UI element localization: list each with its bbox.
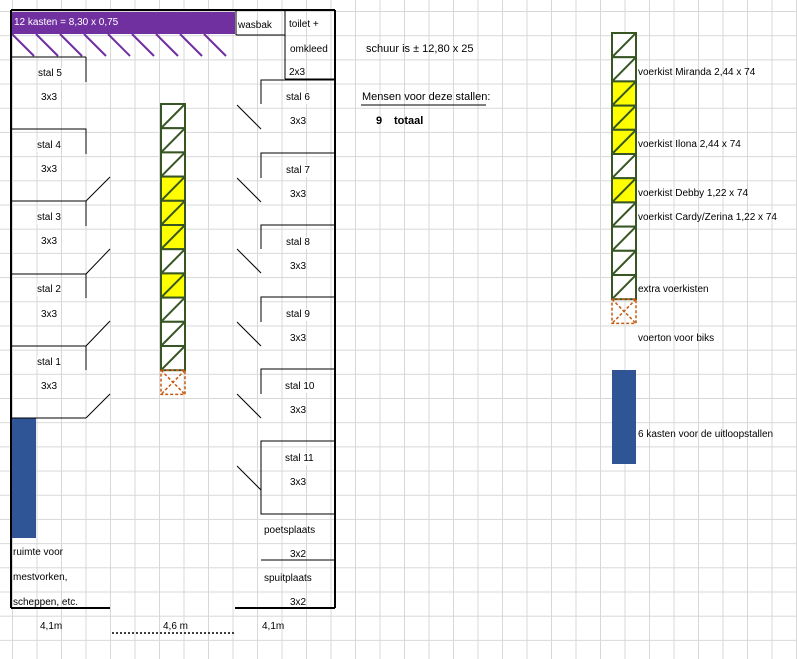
legend-cardy: voerkist Cardy/Zerina 1,22 x 74 <box>638 212 777 223</box>
feed-bin-diagonal <box>160 345 186 371</box>
feed-bin-diagonal <box>160 151 186 178</box>
stall-4-label: stal 4 <box>37 140 61 152</box>
barn-size-text: schuur is ± 12,80 x 25 <box>366 43 474 55</box>
stall-5-size: 3x3 <box>41 92 58 104</box>
feed-bin-legend-column <box>611 32 637 325</box>
stall-1-label: stal 1 <box>37 357 61 369</box>
feed-bin-diagonal <box>160 200 186 226</box>
spuitplaats-size: 3x2 <box>290 597 307 608</box>
feed-bin-diagonal <box>160 272 186 299</box>
feed-bin-diagonal <box>611 225 637 252</box>
left-stall-walls <box>11 56 111 419</box>
wasbak-label: wasbak <box>238 20 272 31</box>
feed-bin-diagonal <box>160 127 186 154</box>
stall-1-size: 3x3 <box>41 381 58 393</box>
cabinet-bar <box>11 12 235 34</box>
stall-5-label: stal 5 <box>38 68 62 80</box>
toilet-label: toilet + <box>289 19 319 30</box>
outer-walls <box>10 9 336 609</box>
outdoor-stall-cabinets <box>612 370 636 464</box>
stall-4-size: 3x3 <box>41 164 58 176</box>
stall-3-label: stal 3 <box>37 212 61 224</box>
width-right: 4,1m <box>262 621 285 632</box>
cabinet-label: 12 kasten = 8,30 x 0,75 <box>14 17 119 28</box>
feed-bin-diagonal <box>160 248 186 275</box>
feed-bin-diagonal <box>611 153 637 179</box>
cabinet-hatching <box>11 33 227 57</box>
storage-line-2: mestvorken, <box>13 572 68 583</box>
feed-bin-diagonal <box>611 32 637 58</box>
toilet-size: 2x3 <box>289 67 306 78</box>
width-left: 4,1m <box>40 621 63 632</box>
feed-bin-diagonal <box>611 177 637 204</box>
stall-10-label: stal 10 <box>285 381 315 393</box>
right-stall-walls <box>236 79 335 561</box>
feed-bin-diagonal <box>611 201 637 228</box>
spuitplaats-label: spuitplaats <box>264 573 312 584</box>
feed-bin-diagonal <box>611 56 637 83</box>
tool-cabinet <box>12 418 36 538</box>
feed-bin-diagonal <box>160 103 186 129</box>
people-total-label: totaal <box>394 115 424 127</box>
stall-11-size: 3x3 <box>290 477 307 489</box>
feed-bin-diagonal <box>611 104 637 131</box>
stall-9-label: stal 9 <box>286 309 310 321</box>
feed-bin-diagonal <box>160 224 186 250</box>
poetsplaats-label: poetsplaats <box>264 525 316 536</box>
stall-8-size: 3x3 <box>290 261 307 273</box>
people-count: 9 <box>376 115 383 127</box>
feed-barrel <box>160 369 186 396</box>
feed-bin-diagonal <box>611 274 637 300</box>
feed-bin-diagonal <box>160 175 186 202</box>
storage-line-3: scheppen, etc. <box>13 597 79 608</box>
legend-ilona: voerkist Ilona 2,44 x 74 <box>638 139 741 150</box>
stall-2-size: 3x3 <box>41 309 58 321</box>
width-middle: 4,6 m <box>163 621 189 632</box>
legend-extra: extra voerkisten <box>638 284 709 295</box>
feed-barrel <box>611 298 637 325</box>
stall-6-label: stal 6 <box>286 92 310 104</box>
people-heading: Mensen voor deze stallen: <box>362 91 491 103</box>
feed-barrel-cross <box>611 298 637 324</box>
stall-8-label: stal 8 <box>286 237 310 249</box>
stall-9-size: 3x3 <box>290 333 307 345</box>
stall-3-size: 3x3 <box>41 236 58 248</box>
stall-7-size: 3x3 <box>290 189 307 201</box>
feed-bin-column <box>160 103 186 396</box>
feed-bin-diagonal <box>611 129 637 155</box>
storage-line-1: ruimte voor <box>13 547 64 558</box>
feed-barrel-cross <box>160 369 186 395</box>
legend-voerton: voerton voor biks <box>638 333 715 344</box>
feed-bin-diagonal <box>611 80 637 107</box>
legend-miranda: voerkist Miranda 2,44 x 74 <box>638 67 756 78</box>
stall-6-size: 3x3 <box>290 116 307 128</box>
stall-11-label: stal 11 <box>285 453 314 465</box>
poetsplaats-size: 3x2 <box>290 549 307 560</box>
stall-7-label: stal 7 <box>286 165 310 177</box>
stall-2-label: stal 2 <box>37 284 61 296</box>
legend-kasten: 6 kasten voor de uitloopstallen <box>638 429 774 440</box>
wasbak-toilet-walls <box>235 10 335 80</box>
stall-10-size: 3x3 <box>290 405 307 417</box>
feed-bin-diagonal <box>160 321 186 347</box>
legend-debby: voerkist Debby 1,22 x 74 <box>638 188 749 199</box>
feed-bin-diagonal <box>160 296 186 323</box>
omkleed-label: omkleed <box>290 44 328 55</box>
feed-bin-diagonal <box>611 250 637 276</box>
